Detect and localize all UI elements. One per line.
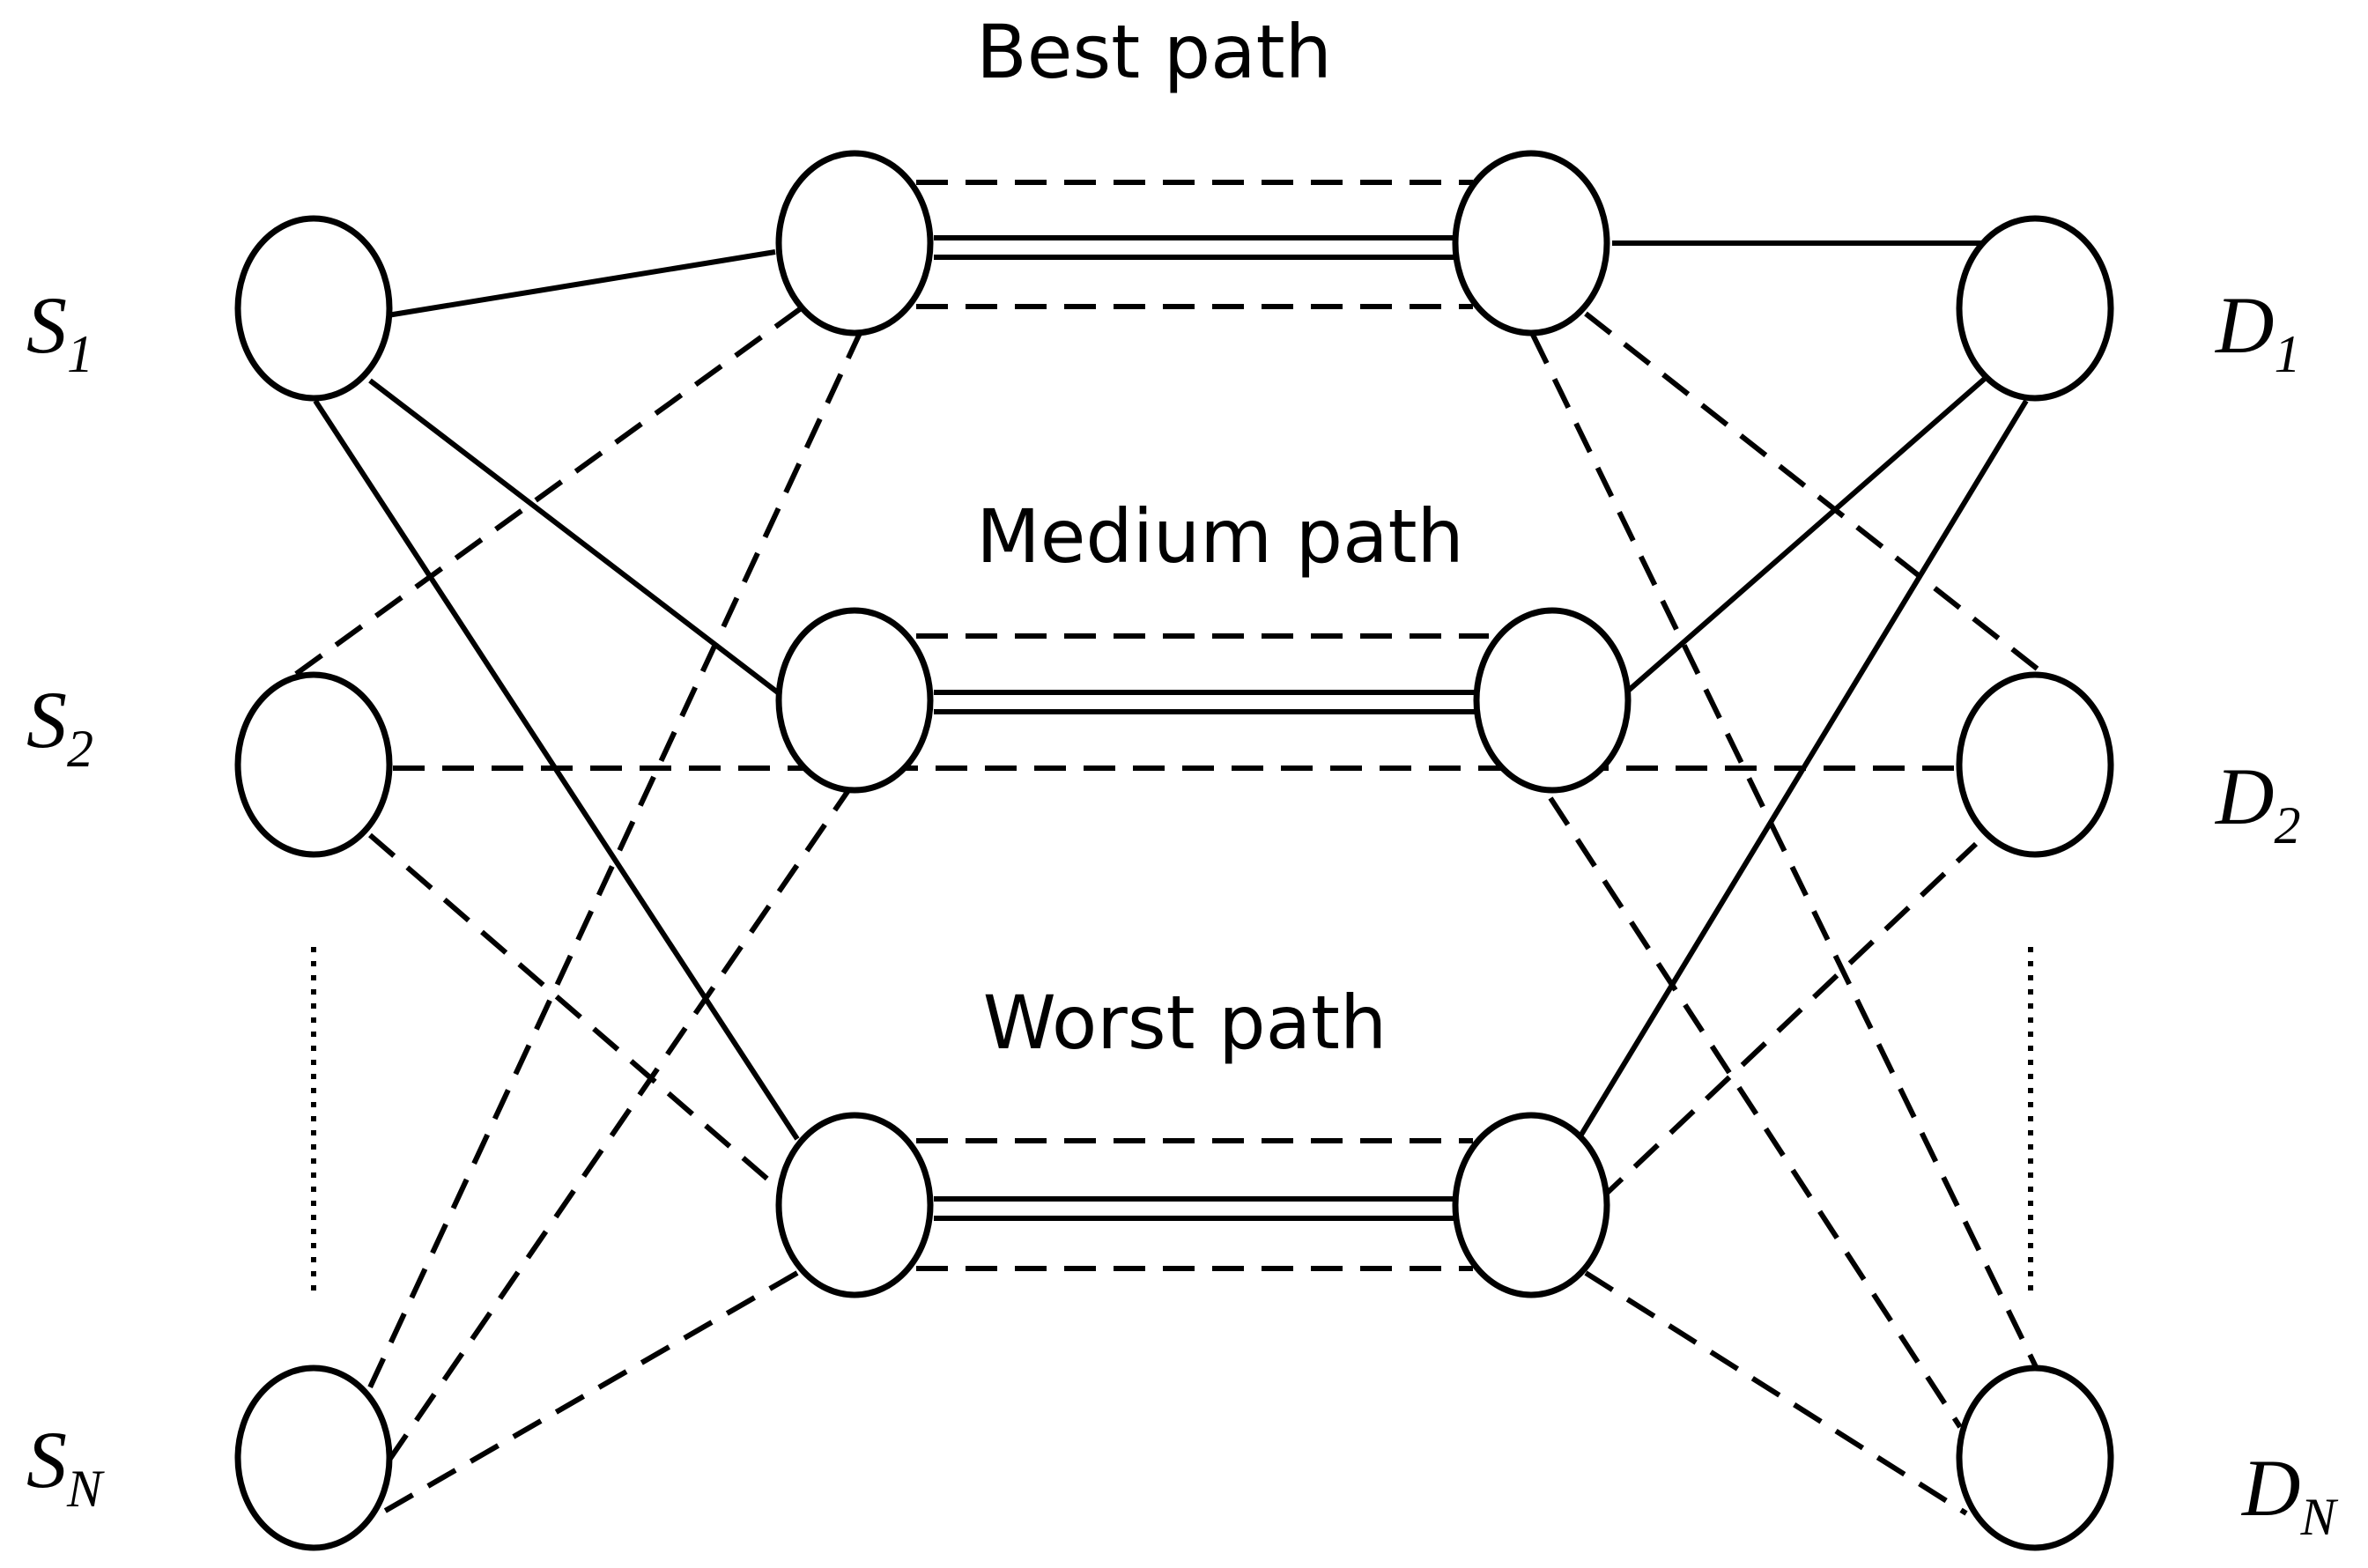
best-path-label: Best path xyxy=(976,9,1332,95)
destination-label-1-letter: D xyxy=(2214,280,2274,370)
destination-label-2-letter: D xyxy=(2214,751,2274,841)
destination-node-2 xyxy=(1956,671,2114,858)
edge-s1-best xyxy=(387,249,776,318)
medium-path-label: Medium path xyxy=(976,493,1464,580)
destination-node-n xyxy=(1956,1365,2114,1551)
nodes xyxy=(234,150,2114,1551)
destination-label-2-sub: 2 xyxy=(2274,796,2300,854)
edge-worst-dn xyxy=(1584,1270,1968,1516)
destination-label-1: D1 xyxy=(2214,280,2300,383)
source-node-n xyxy=(234,1365,393,1551)
destination-label-n: DN xyxy=(2240,1443,2338,1546)
destination-label-1-sub: 1 xyxy=(2274,325,2300,383)
source-label-2-sub: 2 xyxy=(67,720,93,778)
best-path-left-node xyxy=(775,150,934,337)
source-label-1-letter: S xyxy=(26,280,67,370)
medium-path-right-node xyxy=(1473,607,1632,794)
source-label-2: S2 xyxy=(26,675,93,778)
destination-label-n-letter: D xyxy=(2240,1443,2300,1533)
worst-path-label: Worst path xyxy=(983,980,1387,1066)
source-label-1-sub: 1 xyxy=(67,325,93,383)
edge-s2-worst xyxy=(368,832,784,1194)
edge-medium-d1 xyxy=(1624,374,1988,695)
edge-worst-sn xyxy=(368,1270,799,1522)
source-label-1: S1 xyxy=(26,280,93,383)
source-label-n: SN xyxy=(26,1415,105,1518)
worst-path-right-node xyxy=(1452,1112,1610,1298)
edge-s2-best xyxy=(294,292,821,677)
edge-best-dn xyxy=(1530,333,2042,1376)
edge-medium-dn xyxy=(1548,796,1963,1429)
medium-path-left-node xyxy=(775,607,934,794)
worst-path-left-node xyxy=(775,1112,934,1298)
best-path-right-node xyxy=(1452,150,1610,337)
source-label-2-letter: S xyxy=(26,675,67,765)
destination-node-1 xyxy=(1956,215,2114,402)
source-node-1 xyxy=(234,215,393,402)
edges xyxy=(294,180,2046,1522)
source-node-2 xyxy=(234,671,393,858)
source-label-n-letter: S xyxy=(26,1415,67,1505)
source-label-n-sub: N xyxy=(66,1460,105,1518)
destination-label-2: D2 xyxy=(2214,751,2300,854)
edge-s1-medium xyxy=(368,378,784,699)
edge-worst-d2 xyxy=(1596,841,1979,1203)
destination-label-n-sub: N xyxy=(2299,1488,2338,1546)
edge-medium-sn xyxy=(385,782,855,1464)
